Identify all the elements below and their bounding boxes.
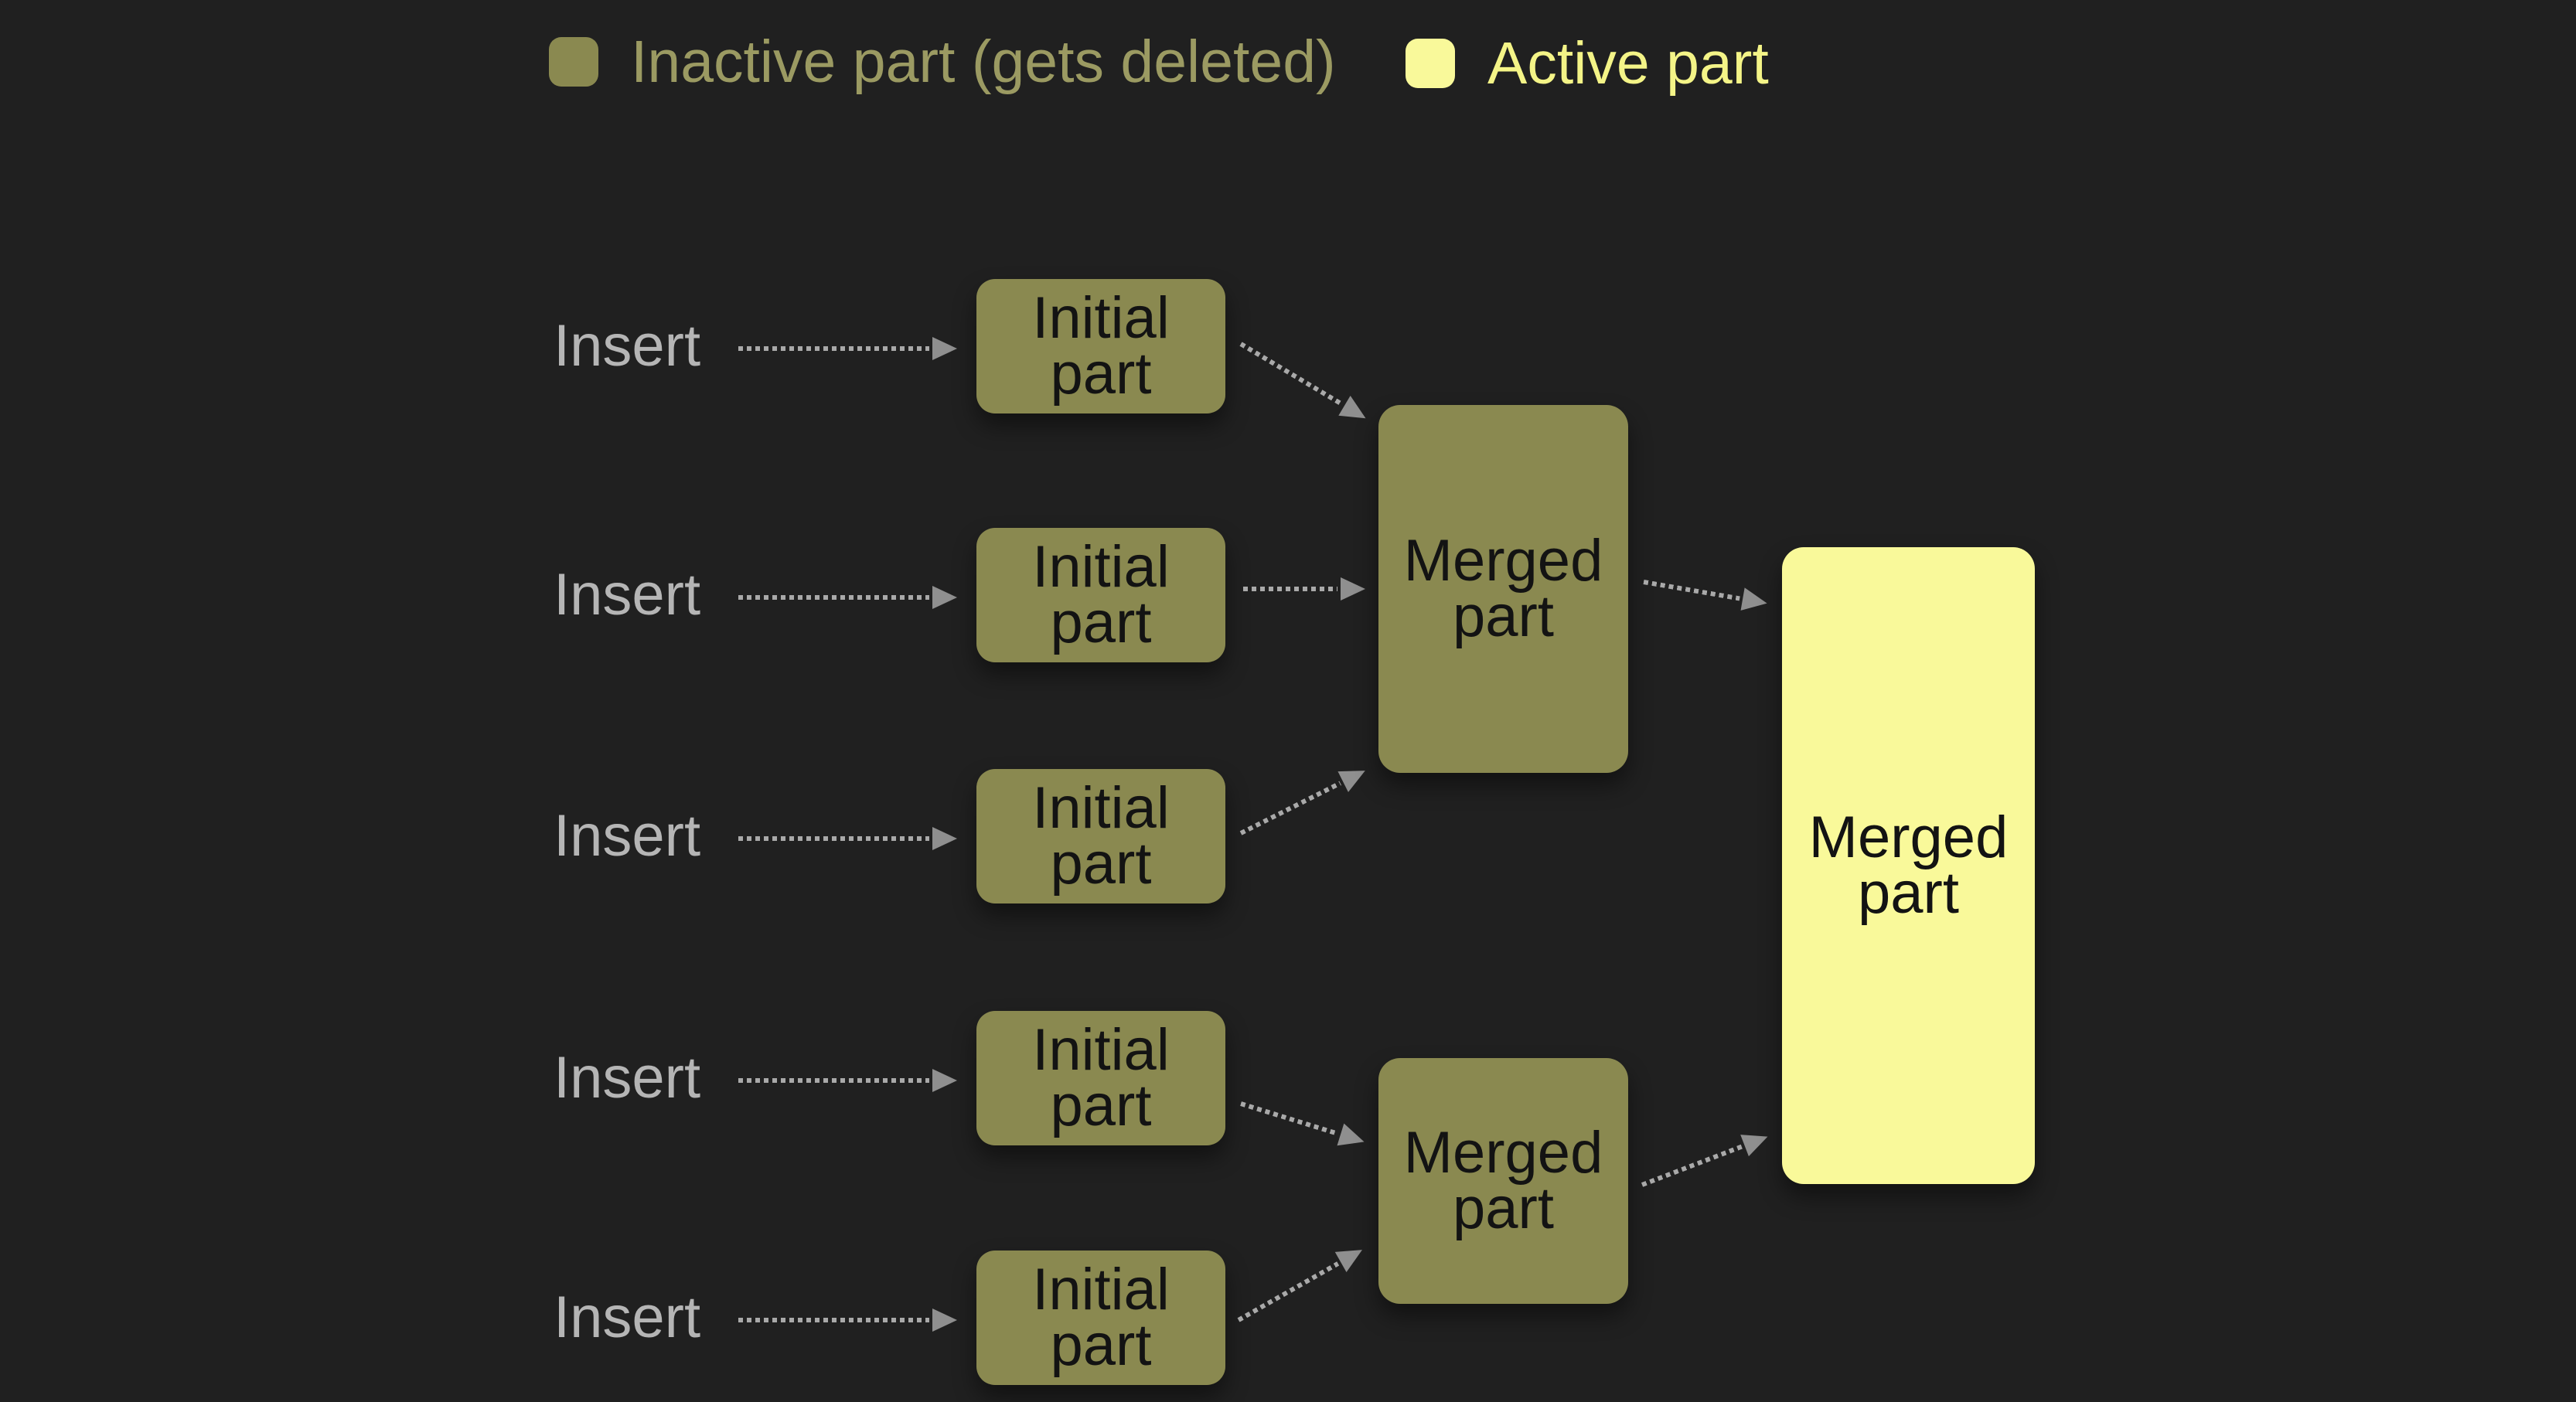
dotted-line bbox=[738, 1318, 929, 1322]
legend-label-active: Active part bbox=[1487, 29, 1769, 97]
initial-part-box: Initial part bbox=[976, 1251, 1225, 1385]
part-label: Initial part bbox=[1032, 284, 1170, 407]
dotted-line bbox=[1239, 342, 1344, 407]
dotted-line bbox=[738, 1078, 929, 1083]
active-merged-part-box: Merged part bbox=[1782, 547, 2035, 1184]
dotted-arrow bbox=[1239, 760, 1371, 835]
arrow-head-icon bbox=[1740, 587, 1770, 615]
legend-item-inactive: Inactive part (gets deleted) bbox=[549, 28, 1336, 95]
part-label: Merged part bbox=[1403, 527, 1603, 649]
part-label: Merged part bbox=[1403, 1119, 1603, 1241]
legend-item-active: Active part bbox=[1406, 29, 1769, 97]
arrow-head-icon bbox=[1337, 1123, 1368, 1153]
merged-part-box: Merged part bbox=[1378, 405, 1628, 773]
arrow-head-icon bbox=[932, 337, 957, 360]
arrow-head-icon bbox=[932, 1069, 957, 1092]
dotted-line bbox=[1641, 1144, 1743, 1187]
part-label: Initial part bbox=[1032, 533, 1170, 655]
insert-label: Insert bbox=[554, 1285, 701, 1350]
initial-part-box: Initial part bbox=[976, 1011, 1225, 1145]
insert-label: Insert bbox=[554, 1045, 701, 1111]
arrow-head-icon bbox=[932, 827, 957, 850]
arrow-head-icon bbox=[1341, 577, 1365, 601]
initial-part-box: Initial part bbox=[976, 279, 1225, 413]
arrow-head-icon bbox=[932, 586, 957, 609]
part-label: Merged part bbox=[1808, 804, 2009, 926]
dotted-line bbox=[1239, 781, 1341, 835]
inactive-part-swatch-icon bbox=[549, 37, 598, 87]
arrow-head-icon bbox=[1334, 1240, 1368, 1272]
arrow-head-icon bbox=[932, 1308, 957, 1332]
dotted-arrow bbox=[1240, 1101, 1368, 1153]
initial-part-box: Initial part bbox=[976, 528, 1225, 662]
legend-label-inactive: Inactive part (gets deleted) bbox=[631, 28, 1336, 95]
part-label: Initial part bbox=[1032, 1016, 1170, 1138]
arrow-head-icon bbox=[1338, 395, 1372, 429]
insert-label: Insert bbox=[554, 562, 701, 628]
dotted-arrow bbox=[1237, 1240, 1368, 1322]
part-label: Initial part bbox=[1032, 1256, 1170, 1378]
dotted-arrow bbox=[1643, 580, 1770, 615]
dotted-line bbox=[1243, 587, 1337, 591]
dotted-line bbox=[738, 595, 929, 600]
arrow-head-icon bbox=[1740, 1125, 1772, 1157]
dotted-arrow bbox=[1239, 342, 1372, 429]
dotted-line bbox=[1237, 1261, 1340, 1322]
arrow-head-icon bbox=[1337, 760, 1371, 792]
dotted-arrow bbox=[1641, 1125, 1772, 1187]
insert-label: Insert bbox=[554, 313, 701, 379]
insert-label: Insert bbox=[554, 803, 701, 869]
initial-part-box: Initial part bbox=[976, 769, 1225, 903]
merged-part-box: Merged part bbox=[1378, 1058, 1628, 1304]
active-part-swatch-icon bbox=[1406, 39, 1455, 88]
dotted-line bbox=[1240, 1101, 1339, 1136]
part-label: Initial part bbox=[1032, 774, 1170, 897]
dotted-line bbox=[1643, 580, 1740, 601]
dotted-line bbox=[738, 836, 929, 841]
dotted-line bbox=[738, 346, 929, 351]
